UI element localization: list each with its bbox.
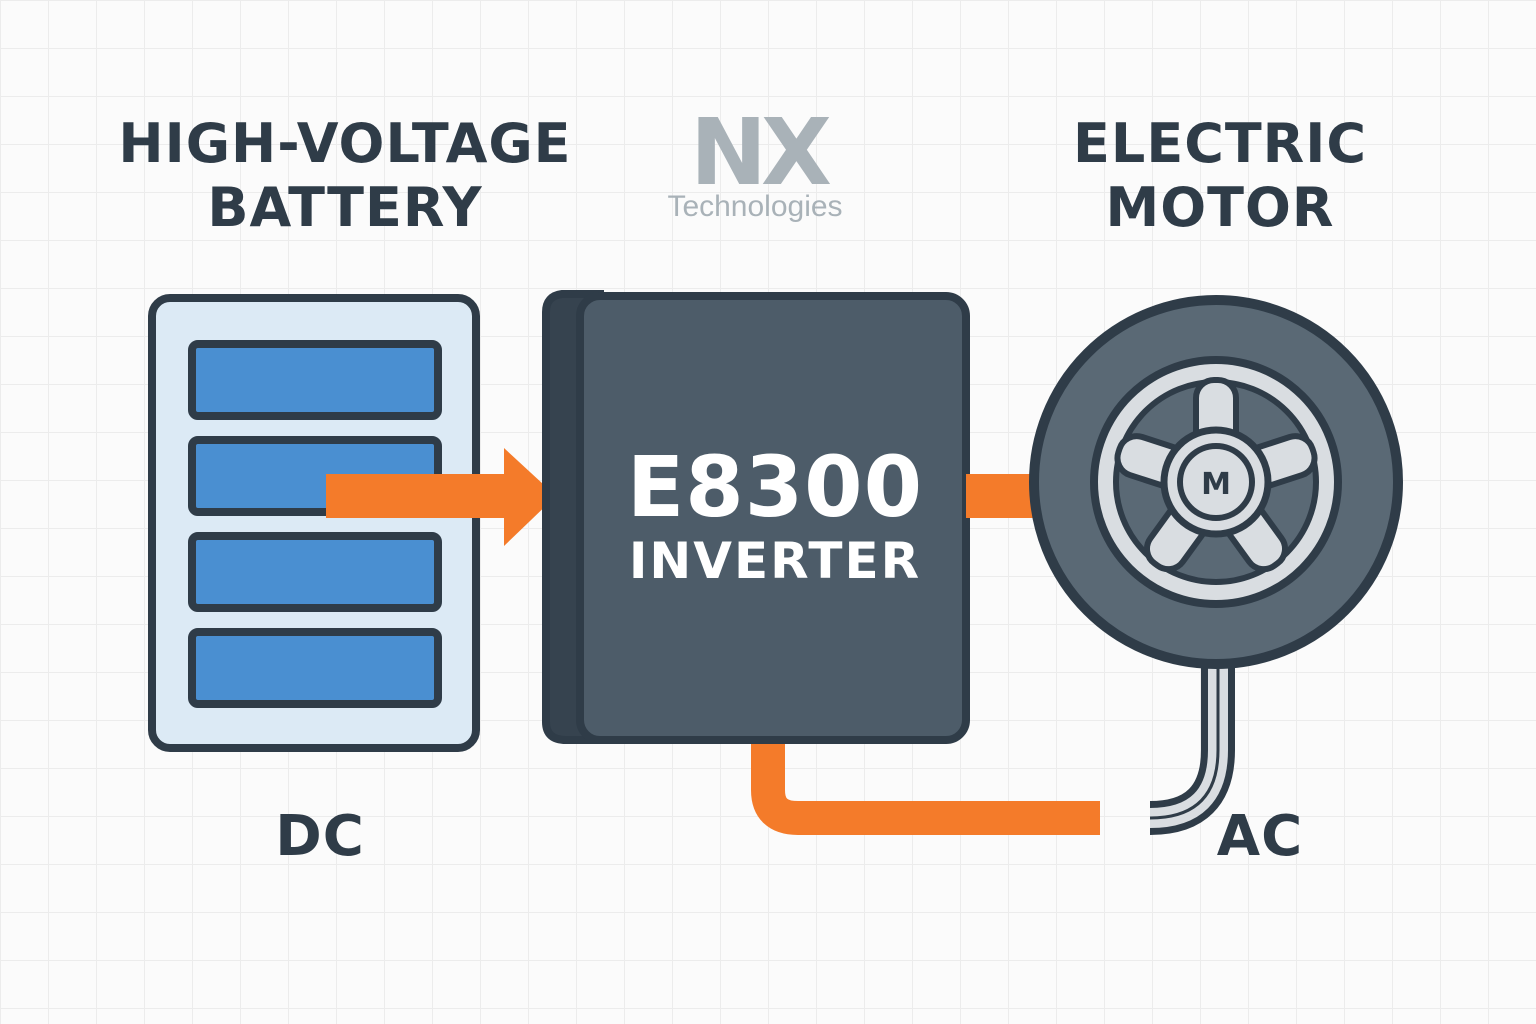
electric-motor: M [1029,295,1403,669]
dc-label: DC [275,804,365,869]
logo-mark-text: NX [690,110,831,190]
logo-text: Technologies [667,190,843,223]
battery-cell [188,532,442,612]
battery-cell [188,628,442,708]
ac-cable [751,668,1235,835]
ac-label: AC [1216,804,1304,869]
battery-cell [188,340,442,420]
nx-logo-mark: NX [690,110,837,190]
battery [148,294,480,752]
motor-title: ELECTRIC MOTOR [1073,112,1367,239]
motor-symbol: M [1201,467,1231,502]
battery-title: HIGH-VOLTAGE BATTERY [118,112,572,239]
inverter-model: E8300 [626,438,924,536]
dc-flow-arrow [326,448,556,546]
inverter-name: INVERTER [628,532,922,590]
